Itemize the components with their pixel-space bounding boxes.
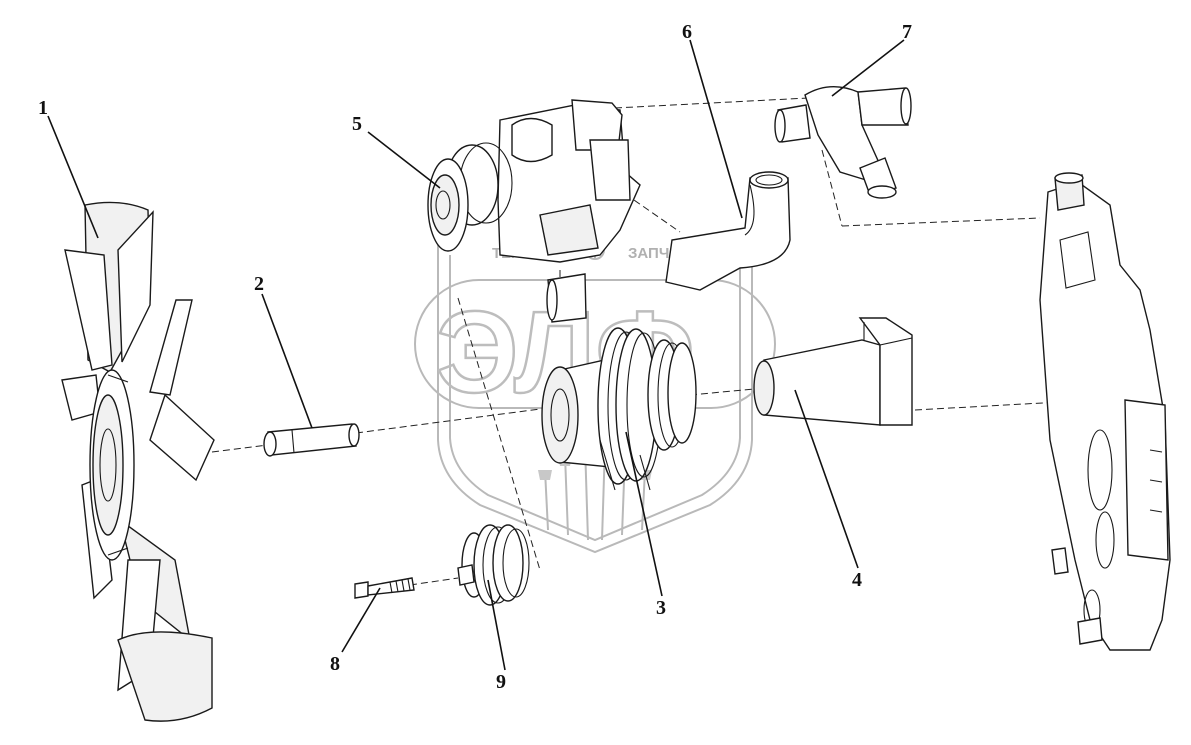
tensioner-pulley-part: [457, 524, 530, 606]
thermostat-housing-part: [774, 86, 912, 199]
elbow-hose-part: [665, 171, 791, 291]
callout-9: 9: [496, 671, 506, 693]
callout-4: 4: [852, 569, 862, 591]
housing-tube-part: [753, 317, 913, 426]
callout-5: 5: [352, 113, 362, 135]
bolt-part: [354, 577, 415, 599]
callout-1: 1: [38, 97, 48, 119]
water-pump-part: [427, 99, 641, 323]
fan-part: [61, 201, 215, 722]
engine-cover-part: [1039, 172, 1171, 651]
callout-2: 2: [254, 273, 264, 295]
leader-lines: [47, 39, 905, 671]
callout-3: 3: [656, 597, 666, 619]
callout-6: 6: [682, 21, 692, 43]
hub-pulley-part: [541, 327, 697, 491]
callout-labels: 1 2 3 4 5 6 7 8 9: [38, 21, 912, 693]
callout-8: 8: [330, 653, 340, 675]
callout-7: 7: [902, 21, 912, 43]
fan-spacer-part: [263, 423, 360, 457]
